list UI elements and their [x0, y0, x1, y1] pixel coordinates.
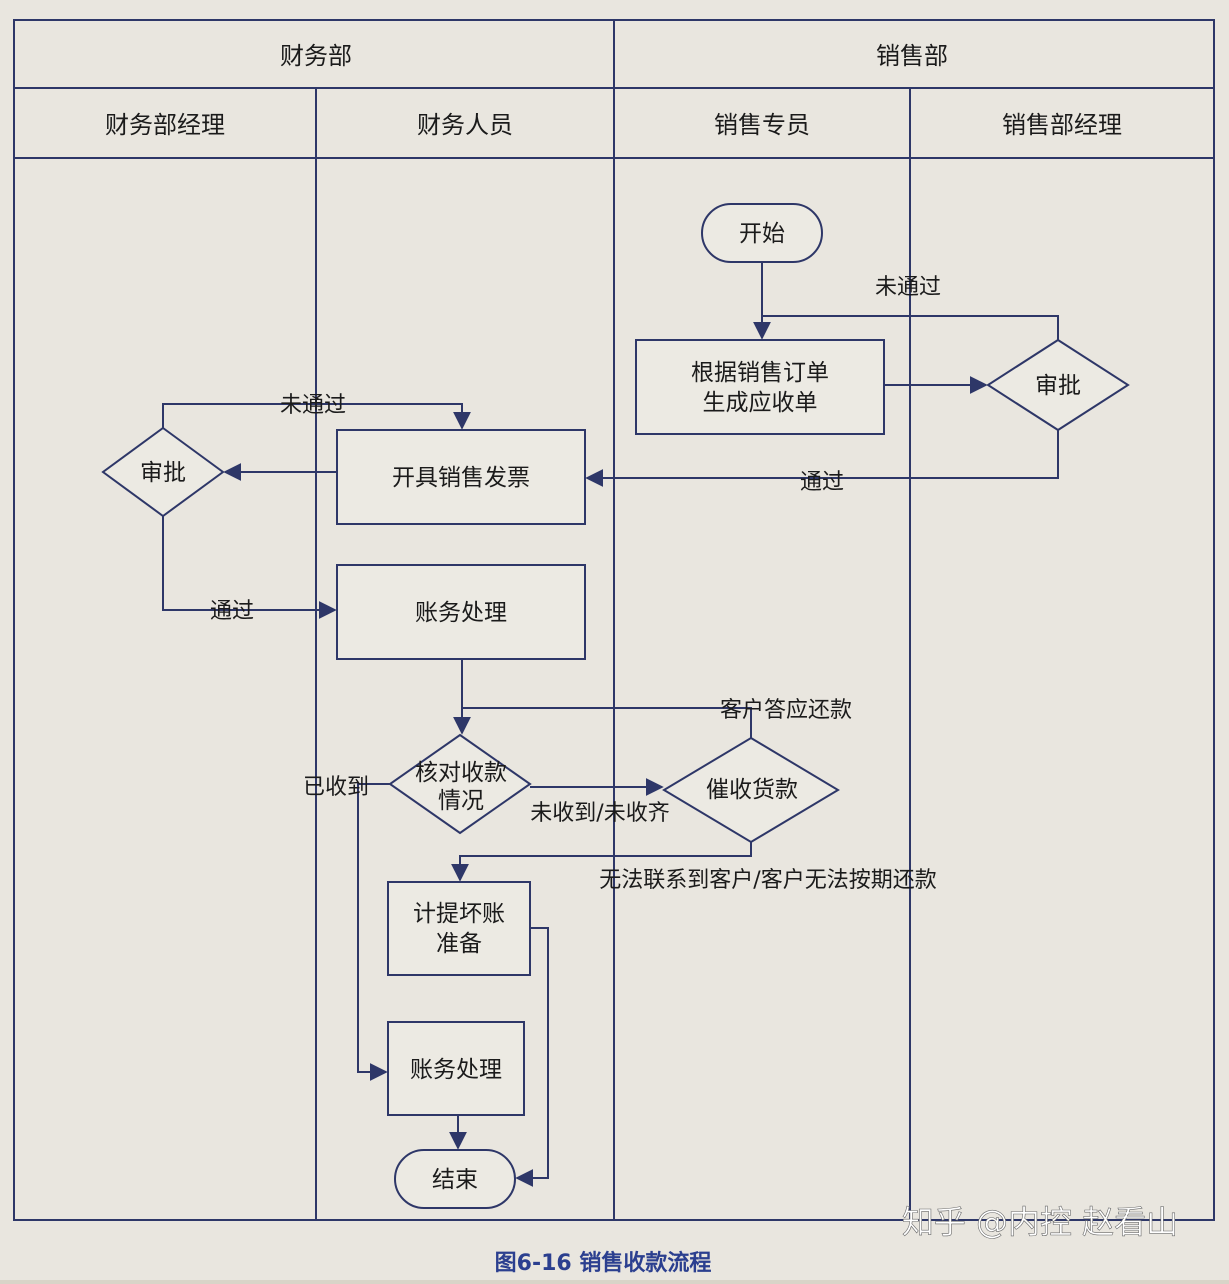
receivable-label-line1: 根据销售订单	[691, 360, 829, 386]
finance-approval-label: 审批	[140, 460, 186, 486]
label-finance-not-passed: 未通过	[280, 393, 346, 418]
receivable-label-line2: 生成应收单	[703, 390, 818, 416]
zhihu-watermark: 知乎 @内控 赵看山	[902, 1203, 1178, 1241]
label-finance-passed: 通过	[210, 599, 254, 624]
swimlane-grid	[13, 19, 1215, 1221]
sales-approval-label: 审批	[1035, 373, 1081, 399]
arrow-finance-passed	[162, 516, 337, 619]
bad-debt-box	[387, 881, 531, 976]
end-label: 结束	[432, 1167, 478, 1193]
arrow-cannot-contact	[451, 842, 752, 882]
end-node	[394, 1149, 516, 1209]
arrow-finance-not-passed	[162, 403, 471, 430]
collect-label: 催收货款	[706, 777, 798, 803]
label-customer-agrees: 客户答应还款	[720, 698, 852, 723]
role-sales-manager: 销售部经理	[1002, 111, 1122, 139]
bad-debt-label-line2: 准备	[436, 931, 482, 957]
check-receipt-diamond	[388, 733, 532, 835]
accounting-box-2	[387, 1021, 525, 1116]
role-finance-manager: 财务部经理	[105, 111, 225, 139]
arrow-sales-passed	[585, 430, 1059, 487]
arrow-received	[357, 783, 390, 1081]
label-cannot-contact: 无法联系到客户/客户无法按期还款	[599, 868, 936, 893]
label-not-received: 未收到/未收齐	[530, 801, 669, 826]
start-label: 开始	[739, 221, 785, 247]
role-sales-rep: 销售专员	[714, 111, 810, 139]
check-receipt-label-line2: 情况	[438, 788, 484, 814]
arrow-sales-not-passed	[762, 315, 1059, 340]
label-sales-passed: 通过	[800, 470, 844, 495]
label-sales-not-passed: 未通过	[875, 275, 941, 300]
invoice-label: 开具销售发票	[392, 465, 530, 491]
accounting-2-label: 账务处理	[410, 1057, 502, 1083]
arrow-bad-debt-to-end	[515, 927, 549, 1187]
accounting-1-label: 账务处理	[415, 600, 507, 626]
check-receipt-label-line1: 核对收款	[415, 760, 507, 786]
dept-finance: 财务部	[280, 42, 352, 70]
label-received: 已收到	[303, 775, 369, 800]
role-finance-staff: 财务人员	[417, 111, 513, 139]
issue-invoice-box	[336, 429, 586, 525]
dept-sales: 销售部	[876, 42, 948, 70]
bad-debt-label-line1: 计提坏账	[413, 901, 505, 927]
generate-receivable-box	[635, 339, 885, 435]
figure-caption: 图6-16 销售收款流程	[495, 1250, 712, 1276]
arrow-customer-agrees	[462, 707, 752, 738]
